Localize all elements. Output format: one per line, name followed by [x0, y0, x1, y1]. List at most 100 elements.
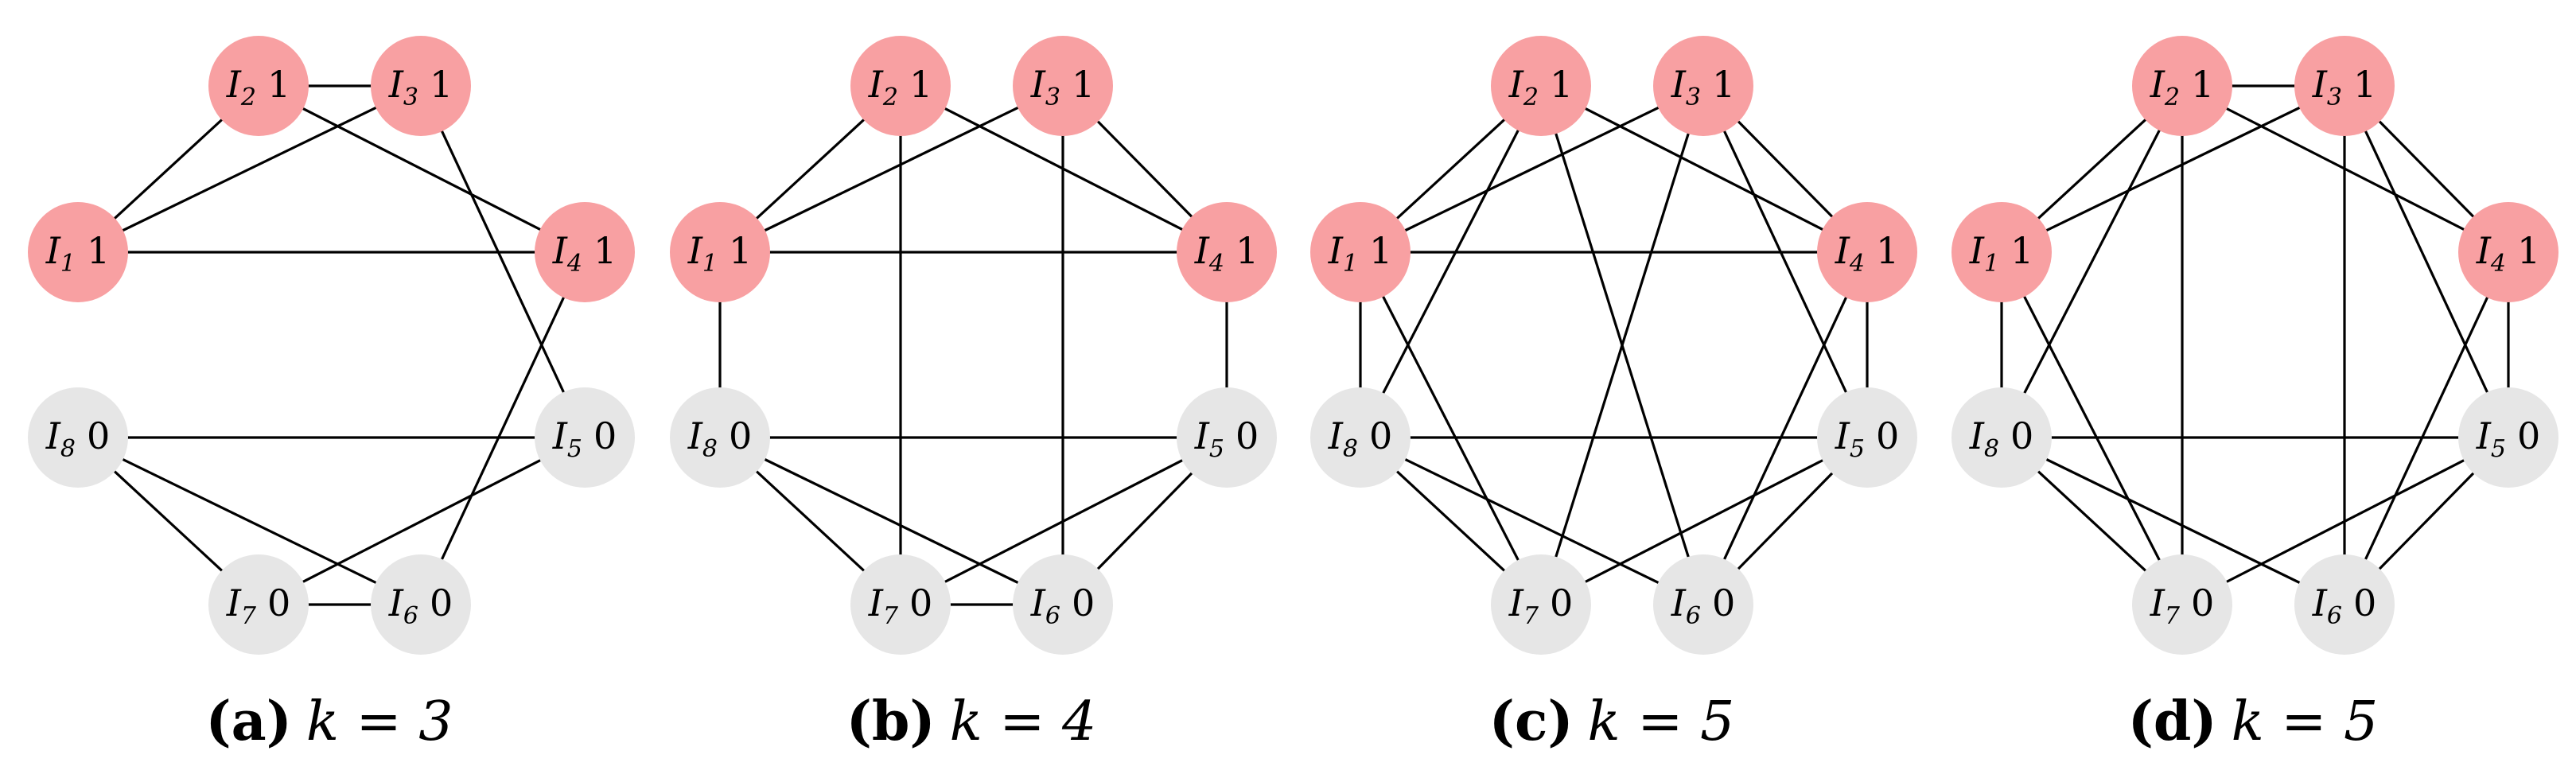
node-letter: I [1835, 229, 1850, 272]
node-index: 2 [2164, 84, 2180, 111]
node-index: 5 [1209, 435, 1224, 463]
edges [1359, 84, 1869, 606]
node-circle [1653, 554, 1753, 655]
edge-6-8 [1360, 436, 1704, 606]
node-circle [2294, 36, 2395, 136]
node-value: 0 [1712, 582, 1735, 624]
node-value: 0 [1876, 414, 1899, 457]
edge-5-7 [1540, 436, 1868, 606]
edge-2-4 [258, 84, 586, 254]
panel-caption: (c)k = 5 [1489, 690, 1734, 753]
node-letter: I [2476, 229, 2492, 272]
edge-6-8 [2001, 436, 2345, 606]
node-index: 1 [702, 250, 718, 278]
node-circle [1310, 387, 1411, 488]
caption-letter: (c) [1489, 690, 1574, 753]
node-value: 0 [2191, 582, 2214, 624]
node-circle [2458, 387, 2558, 488]
node-letter: I [2476, 414, 2492, 457]
node-letter: I [1328, 229, 1344, 272]
node-circle [371, 554, 471, 655]
node-index: 6 [1686, 602, 1701, 630]
node-value: 1 [1072, 63, 1095, 106]
node-index: 7 [2165, 602, 2181, 630]
edge-1-7 [2000, 251, 2184, 605]
node-index: 7 [1523, 602, 1539, 630]
node-circle [1013, 554, 1113, 655]
caption-letter: (d) [2128, 690, 2217, 753]
node-circle [1951, 387, 2052, 488]
node-letter: I [1508, 582, 1524, 624]
node-circle [535, 387, 635, 488]
node-circle [1817, 202, 1917, 302]
node-value: 0 [1072, 582, 1095, 624]
node-circle [1310, 202, 1411, 302]
node-circle [1177, 387, 1277, 488]
node-index: 4 [566, 250, 582, 278]
node-circle [28, 202, 128, 302]
edge-3-5 [419, 85, 586, 438]
node-circle [1951, 202, 2052, 302]
node-index: 7 [883, 602, 899, 630]
node-circle [1817, 387, 1917, 488]
edges [76, 84, 586, 606]
node-index: 7 [241, 602, 257, 630]
node-value: 1 [909, 63, 932, 106]
node-value: 1 [1550, 63, 1573, 106]
node-index: 8 [1984, 435, 1999, 463]
node-index: 2 [1523, 84, 1539, 111]
node-letter: I [1328, 414, 1344, 457]
node-index: 5 [2491, 435, 2506, 463]
caption-equation: k = 3 [306, 690, 453, 753]
edge-4-6 [2343, 251, 2510, 605]
node-letter: I [1508, 63, 1524, 106]
panel-caption: (d)k = 5 [2128, 690, 2379, 753]
node-letter: I [552, 229, 568, 272]
node-index: 4 [1208, 250, 1224, 278]
edge-2-8 [2000, 85, 2184, 438]
node-letter: I [2150, 63, 2165, 106]
node-value: 1 [593, 229, 617, 272]
node-circle [2132, 554, 2232, 655]
node-value: 1 [1369, 229, 1392, 272]
node-circle [1491, 36, 1591, 136]
node-circle [2458, 202, 2558, 302]
node-letter: I [868, 63, 884, 106]
node-letter: I [1194, 414, 1210, 457]
node-circle [2294, 554, 2395, 655]
node-value: 0 [267, 582, 290, 624]
node-index: 6 [403, 602, 418, 630]
node-index: 6 [1045, 602, 1060, 630]
node-circle [28, 387, 128, 488]
node-letter: I [552, 414, 568, 457]
